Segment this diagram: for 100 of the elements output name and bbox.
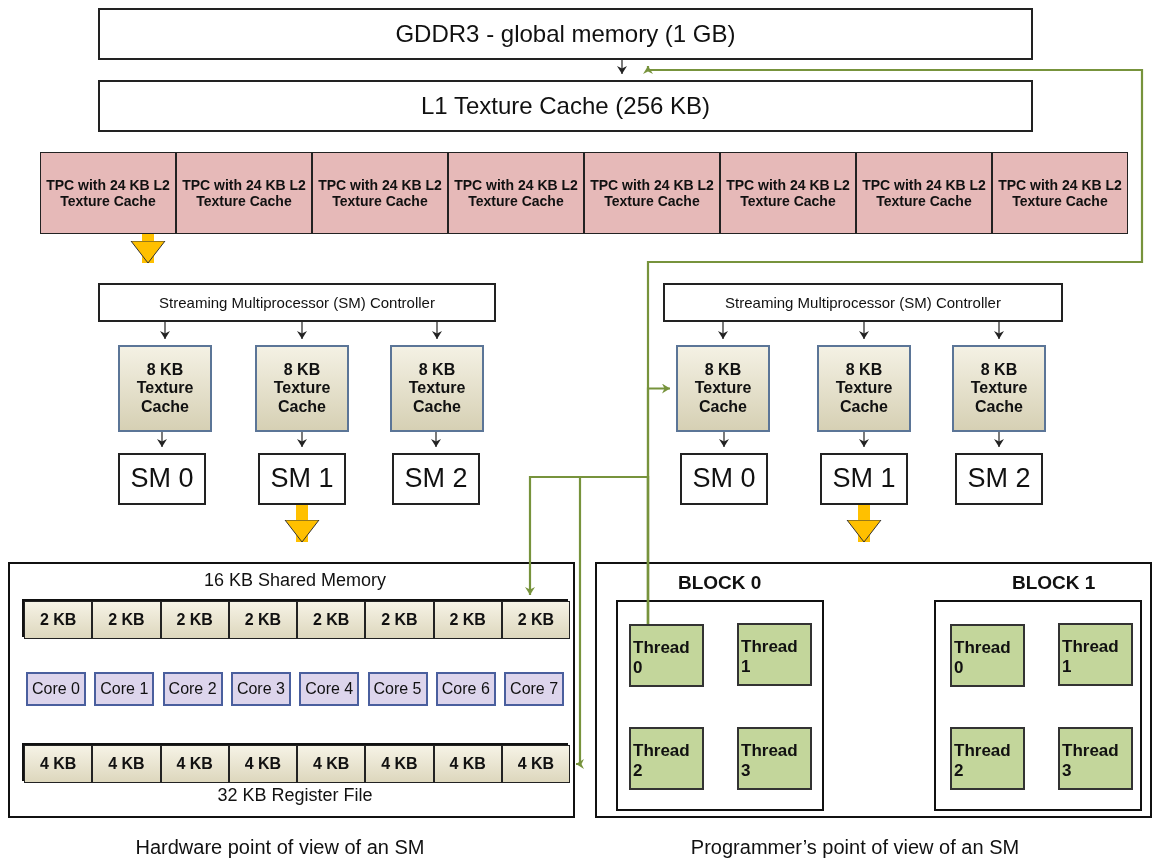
core-label: Core 2: [168, 679, 217, 699]
sm-box: [820, 453, 908, 505]
core-box: [162, 672, 223, 706]
core-box: [435, 672, 496, 706]
arrow: [432, 321, 442, 340]
sm-panel: [595, 562, 1152, 818]
memory-cell: [501, 601, 570, 639]
cell-label: 4 KB: [312, 754, 350, 774]
block-arrow: [130, 234, 166, 264]
box-label: Streaming Multiprocessor (SM) Controller: [725, 293, 1001, 312]
thread-box: [629, 624, 704, 687]
memory-cell: [92, 745, 161, 783]
core-label: Core 4: [305, 679, 354, 699]
tpc-box: [992, 152, 1128, 234]
thread-box: [629, 727, 704, 790]
tpc-box: [312, 152, 448, 234]
texture-cache-box: [255, 345, 349, 432]
box-label: SM 2: [967, 463, 1031, 495]
arrow: [617, 59, 627, 75]
memory-cell: [24, 601, 93, 639]
cell-label: 2 KB: [381, 610, 418, 630]
cell-label: 2 KB: [39, 610, 77, 630]
memory-cell: [228, 601, 297, 639]
sm-panel: [8, 562, 575, 818]
box-label: GDDR3 - global memory (1 GB): [395, 20, 736, 48]
memory-cell: [365, 745, 434, 783]
thread-box: [737, 623, 812, 686]
texture-cache-box: [390, 345, 484, 432]
sm-box: [955, 453, 1043, 505]
box-label: TPC with 24 KB L2 Texture Cache: [45, 176, 171, 210]
cell-label: 4 KB: [449, 754, 486, 774]
sm-box: [680, 453, 768, 505]
caption: Programmer’s point of view of an SM: [689, 836, 1021, 859]
core-box: [504, 672, 565, 706]
tpc-box: [584, 152, 720, 234]
block-arrow: [846, 505, 882, 543]
core-box: [299, 672, 360, 706]
thread-box: [950, 624, 1025, 687]
box-label: TPC with 24 KB L2 Texture Cache: [181, 176, 307, 210]
box-label: TPC with 24 KB L2 Texture Cache: [725, 176, 851, 210]
core-box: [26, 672, 86, 706]
cell-label: 4 KB: [176, 754, 213, 774]
box-label: 8 KB Texture Cache: [969, 360, 1029, 417]
memory-cell: [160, 745, 229, 783]
tpc-box: [40, 152, 176, 234]
cell-label: 4 KB: [108, 754, 145, 774]
arrow: [994, 431, 1004, 448]
cell-label: 2 KB: [312, 610, 350, 630]
tpc-box: [720, 152, 856, 234]
box-label: TPC with 24 KB L2 Texture Cache: [317, 176, 443, 210]
arrow: [859, 431, 869, 448]
cell-label: 4 KB: [517, 754, 555, 774]
thread-box: [1058, 623, 1133, 686]
box-label: SM 2: [404, 463, 468, 495]
controller-box: [663, 283, 1063, 322]
arrow: [297, 431, 307, 448]
tpc-box: [448, 152, 584, 234]
memory-label: 16 KB Shared Memory: [203, 570, 387, 590]
thread-label: Thread 1: [741, 637, 799, 677]
memory-cell: [501, 745, 570, 783]
arrow: [994, 321, 1004, 340]
memory-label: 32 KB Register File: [217, 785, 373, 805]
thread-label: Thread 0: [633, 638, 691, 678]
thread-box: [737, 727, 812, 790]
thread-box: [950, 727, 1025, 790]
sm-box: [392, 453, 480, 505]
caption: Hardware point of view of an SM: [134, 836, 426, 859]
texture-cache-box: [676, 345, 770, 432]
thread-label: Thread 3: [741, 741, 799, 781]
box-label: TPC with 24 KB L2 Texture Cache: [861, 176, 987, 210]
core-label: Core 7: [510, 679, 559, 699]
memory-box: [98, 8, 1033, 60]
arrow: [575, 475, 650, 769]
box-label: SM 1: [832, 463, 896, 495]
cell-label: 2 KB: [176, 610, 213, 630]
tpc-box: [176, 152, 312, 234]
core-label: Core 1: [100, 679, 149, 699]
memory-cell: [228, 745, 297, 783]
memory-cell: [433, 601, 502, 639]
box-label: TPC with 24 KB L2 Texture Cache: [997, 176, 1123, 210]
block-heading: BLOCK 0: [678, 572, 762, 593]
core-box: [230, 672, 291, 706]
cell-label: 4 KB: [244, 754, 282, 774]
thread-label: Thread 1: [1062, 637, 1120, 677]
memory-cell: [92, 601, 161, 639]
box-label: SM 0: [692, 463, 756, 495]
arrow: [719, 431, 729, 448]
cell-label: 4 KB: [381, 754, 418, 774]
memory-box: [98, 80, 1033, 132]
box-label: SM 1: [270, 463, 334, 495]
arrow: [160, 321, 170, 340]
box-label: 8 KB Texture Cache: [272, 360, 332, 417]
core-box: [94, 672, 155, 706]
sm-box: [118, 453, 206, 505]
sm-box: [258, 453, 346, 505]
tpc-box: [856, 152, 992, 234]
cell-label: 4 KB: [39, 754, 77, 774]
thread-label: Thread 0: [954, 638, 1012, 678]
memory-cell: [365, 601, 434, 639]
block-arrow: [284, 505, 320, 543]
